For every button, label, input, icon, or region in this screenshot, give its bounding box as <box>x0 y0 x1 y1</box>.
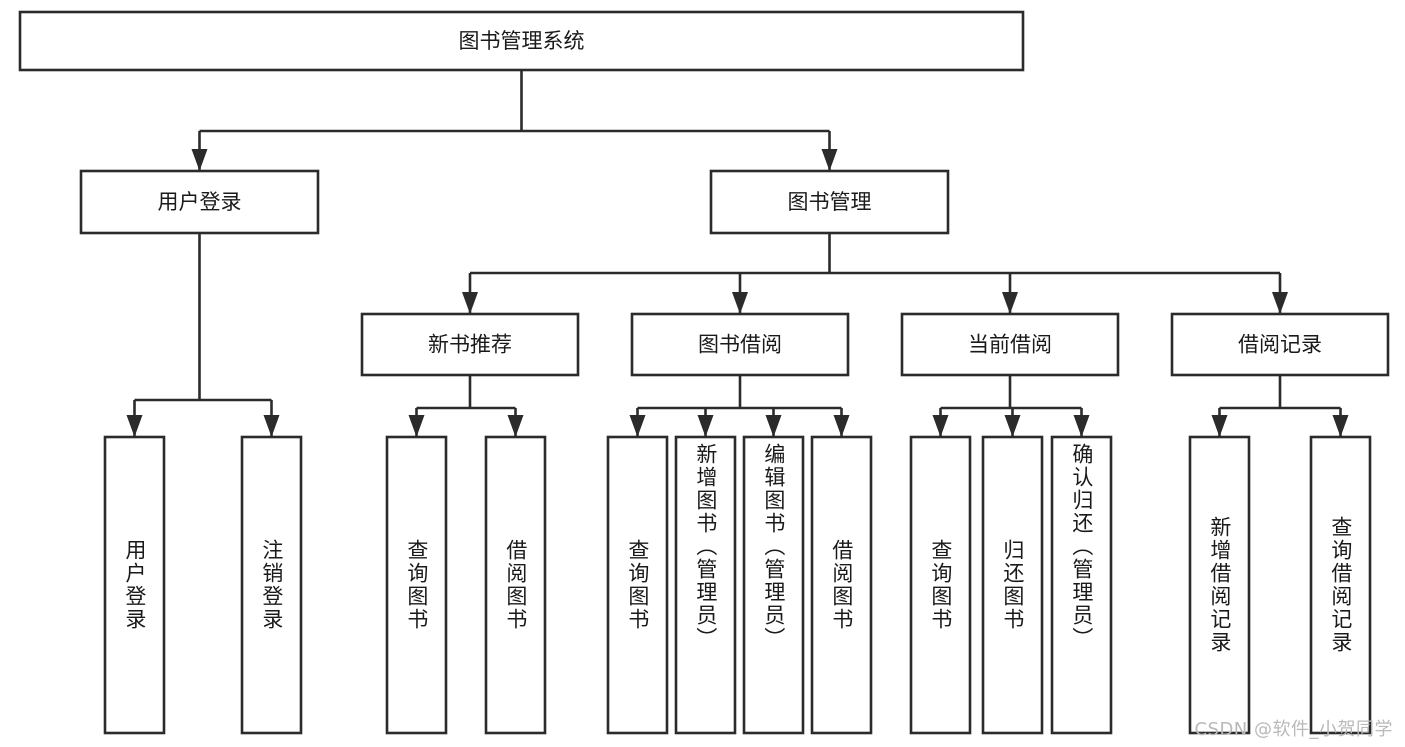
arrowhead-icon <box>833 415 850 437</box>
arrowhead-icon <box>697 415 714 437</box>
arrowhead-icon <box>462 292 478 314</box>
level2-label-用户登录: 用户登录 <box>158 190 242 214</box>
arrowhead-icon <box>1002 292 1018 314</box>
connector-lines <box>126 70 1349 437</box>
leaf-box-注销登录[interactable] <box>240 435 303 735</box>
arrowhead-icon <box>191 149 208 171</box>
arrowhead-icon <box>765 415 782 437</box>
arrowhead-icon <box>821 149 838 171</box>
level3-label-借阅记录: 借阅记录 <box>1238 333 1322 357</box>
leaf-box-新增图书管理员[interactable] <box>674 435 737 735</box>
arrowhead-icon <box>932 415 949 437</box>
level2-box-图书管理[interactable] <box>709 169 950 235</box>
level2-label-图书管理: 图书管理 <box>788 190 872 214</box>
arrowhead-icon <box>408 415 425 437</box>
leaf-box-查询图书[interactable] <box>606 435 669 735</box>
leaf-box-归还图书[interactable] <box>981 435 1044 735</box>
level3-box-当前借阅[interactable] <box>900 312 1120 377</box>
arrowhead-icon <box>732 292 748 314</box>
root-box-图书管理系统[interactable] <box>18 10 1025 72</box>
leaf-box-编辑图书管理员[interactable] <box>742 435 805 735</box>
leaf-box-确认归还管理员[interactable] <box>1050 435 1113 735</box>
leaf-box-借阅图书[interactable] <box>484 435 547 735</box>
leaf-box-查询图书[interactable] <box>909 435 972 735</box>
arrowhead-icon <box>263 415 280 437</box>
arrowhead-icon <box>1272 292 1288 314</box>
leaf-box-新增借阅记录[interactable] <box>1188 435 1251 735</box>
arrowhead-icon <box>1211 415 1228 437</box>
root-label-图书管理系统: 图书管理系统 <box>459 29 585 53</box>
level3-box-新书推荐[interactable] <box>360 312 580 377</box>
arrowhead-icon <box>1073 415 1090 437</box>
level3-label-新书推荐: 新书推荐 <box>428 333 512 357</box>
level3-box-图书借阅[interactable] <box>630 312 850 377</box>
leaf-box-查询图书[interactable] <box>385 435 448 735</box>
arrowhead-icon <box>1332 415 1349 437</box>
leaf-box-借阅图书[interactable] <box>810 435 873 735</box>
leaf-box-查询借阅记录[interactable] <box>1309 435 1372 735</box>
level3-label-当前借阅: 当前借阅 <box>968 333 1052 357</box>
arrowhead-icon <box>507 415 524 437</box>
arrowhead-icon <box>629 415 646 437</box>
arrowhead-icon <box>1004 415 1021 437</box>
watermark-text: CSDN @软件_小贺同学 <box>1194 719 1393 740</box>
leaf-box-用户登录[interactable] <box>103 435 166 735</box>
level2-box-用户登录[interactable] <box>79 169 320 235</box>
arrowhead-icon <box>126 415 143 437</box>
level3-box-借阅记录[interactable] <box>1170 312 1390 377</box>
level3-label-图书借阅: 图书借阅 <box>698 333 782 357</box>
node-boxes <box>18 10 1390 735</box>
